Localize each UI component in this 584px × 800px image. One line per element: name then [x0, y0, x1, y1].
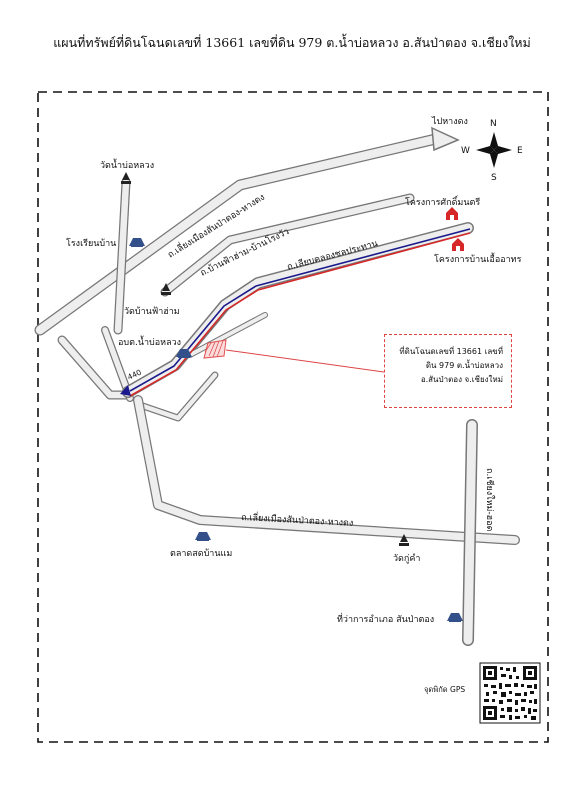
compass-icon [476, 132, 512, 168]
compass-e: E [517, 146, 523, 156]
road-wat-vertical [113, 177, 131, 335]
label-road-chiangmai-hot: ถ.เชียงใหม่-ฮอด [484, 468, 495, 532]
arrow-road-440 [120, 385, 131, 396]
label-project-uea-athon: โครงการบ้านเอื้ออาทร [434, 252, 522, 265]
road-banfaham [160, 193, 415, 297]
road-to-hangdong [34, 132, 446, 336]
callout-leader [225, 349, 385, 373]
parcel-callout: ที่ดินโฉนดเลขที่ 13661 เลขที่ ดิน 979 ต.… [384, 334, 512, 408]
house-icon [446, 207, 458, 220]
label-wat-ku-kham: วัดกู่คำ [393, 553, 420, 564]
canal-line [129, 228, 471, 397]
arrow-to-hangdong [431, 126, 460, 152]
temple-icon [161, 283, 171, 295]
building-icon [195, 532, 211, 541]
label-to-hangdong: ไปหางดง [431, 116, 468, 127]
label-obt: อบต.น้ำบ่อหลวง [118, 335, 181, 348]
callout-line-2: ดิน 979 ต.น้ำบ่อหลวง [425, 361, 503, 370]
school-icon [129, 238, 145, 247]
label-school: โรงเรียนบ้าน [66, 238, 116, 249]
label-project-sakmontri: โครงการศักดิ์มนตรี [405, 195, 480, 208]
building-icon [447, 613, 463, 622]
road-south-bypass [133, 395, 520, 545]
callout-line-1: ที่ดินโฉนดเลขที่ 13661 เลขที่ [399, 347, 503, 356]
house-icon [452, 238, 464, 251]
road-parcel-side [187, 312, 268, 358]
label-talat: ตลาดสดบ้านแม [170, 548, 232, 559]
label-wat-nam-bo-luang: วัดน้ำบ่อหลวง [100, 158, 154, 171]
temple-icon [399, 534, 409, 546]
qr-code-icon [479, 662, 541, 724]
land-parcel [203, 339, 227, 359]
map-title: แผนที่ทรัพย์ที่ดินโฉนดเลขที่ 13661 เลขที… [53, 35, 531, 50]
map-frame [37, 91, 549, 743]
callout-line-3: อ.สันป่าตอง จ.เชียงใหม่ [420, 375, 503, 384]
compass-w: W [461, 146, 470, 156]
building-icon [176, 349, 192, 358]
compass-s: S [491, 173, 497, 183]
road-lower-loop [136, 371, 219, 422]
label-district-office: ที่ว่าการอำเภอ สันป่าตอง [337, 612, 434, 625]
label-gps: จุดพิกัด GPS [424, 685, 465, 694]
compass-n: N [490, 119, 497, 129]
temple-icon [121, 172, 131, 184]
road-chiangmai-hot [462, 419, 478, 646]
label-wat-ban-fa-ham: วัดบ้านฟ้าฮ่าม [124, 306, 180, 317]
